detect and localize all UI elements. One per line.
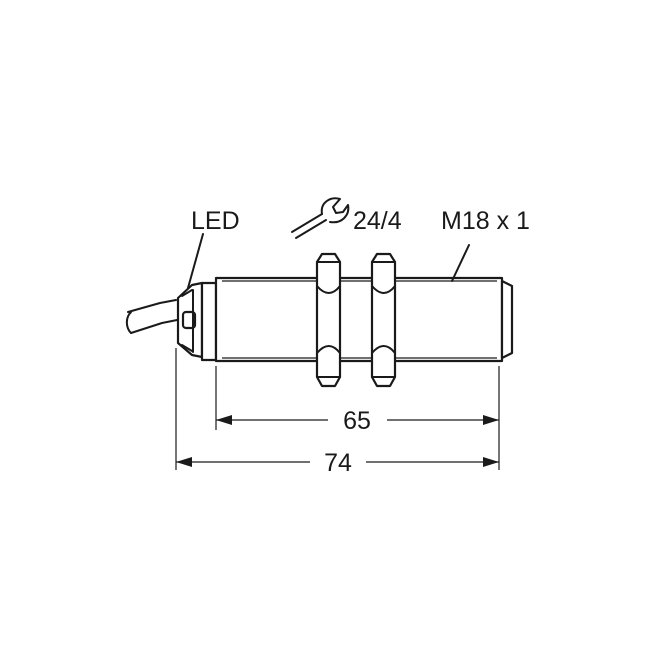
wrench-size-label: 24/4 [353, 207, 402, 235]
dimension-65 [216, 415, 499, 425]
extension-lines [175, 348, 500, 470]
led-label: LED [191, 207, 240, 235]
threaded-body [214, 276, 514, 363]
cable [125, 299, 178, 334]
led-cap [176, 281, 204, 359]
led-leader-line [187, 233, 204, 289]
sensor-collar [200, 281, 218, 362]
hex-nut-2 [370, 252, 397, 388]
thread-label: M18 x 1 [441, 207, 530, 235]
wrench-icon [291, 197, 350, 239]
dimension-65-label: 65 [343, 407, 371, 435]
thread-leader-line [451, 244, 470, 282]
dimension-74 [176, 457, 499, 467]
hex-nut-1 [315, 252, 342, 388]
dimension-74-label: 74 [324, 449, 352, 477]
